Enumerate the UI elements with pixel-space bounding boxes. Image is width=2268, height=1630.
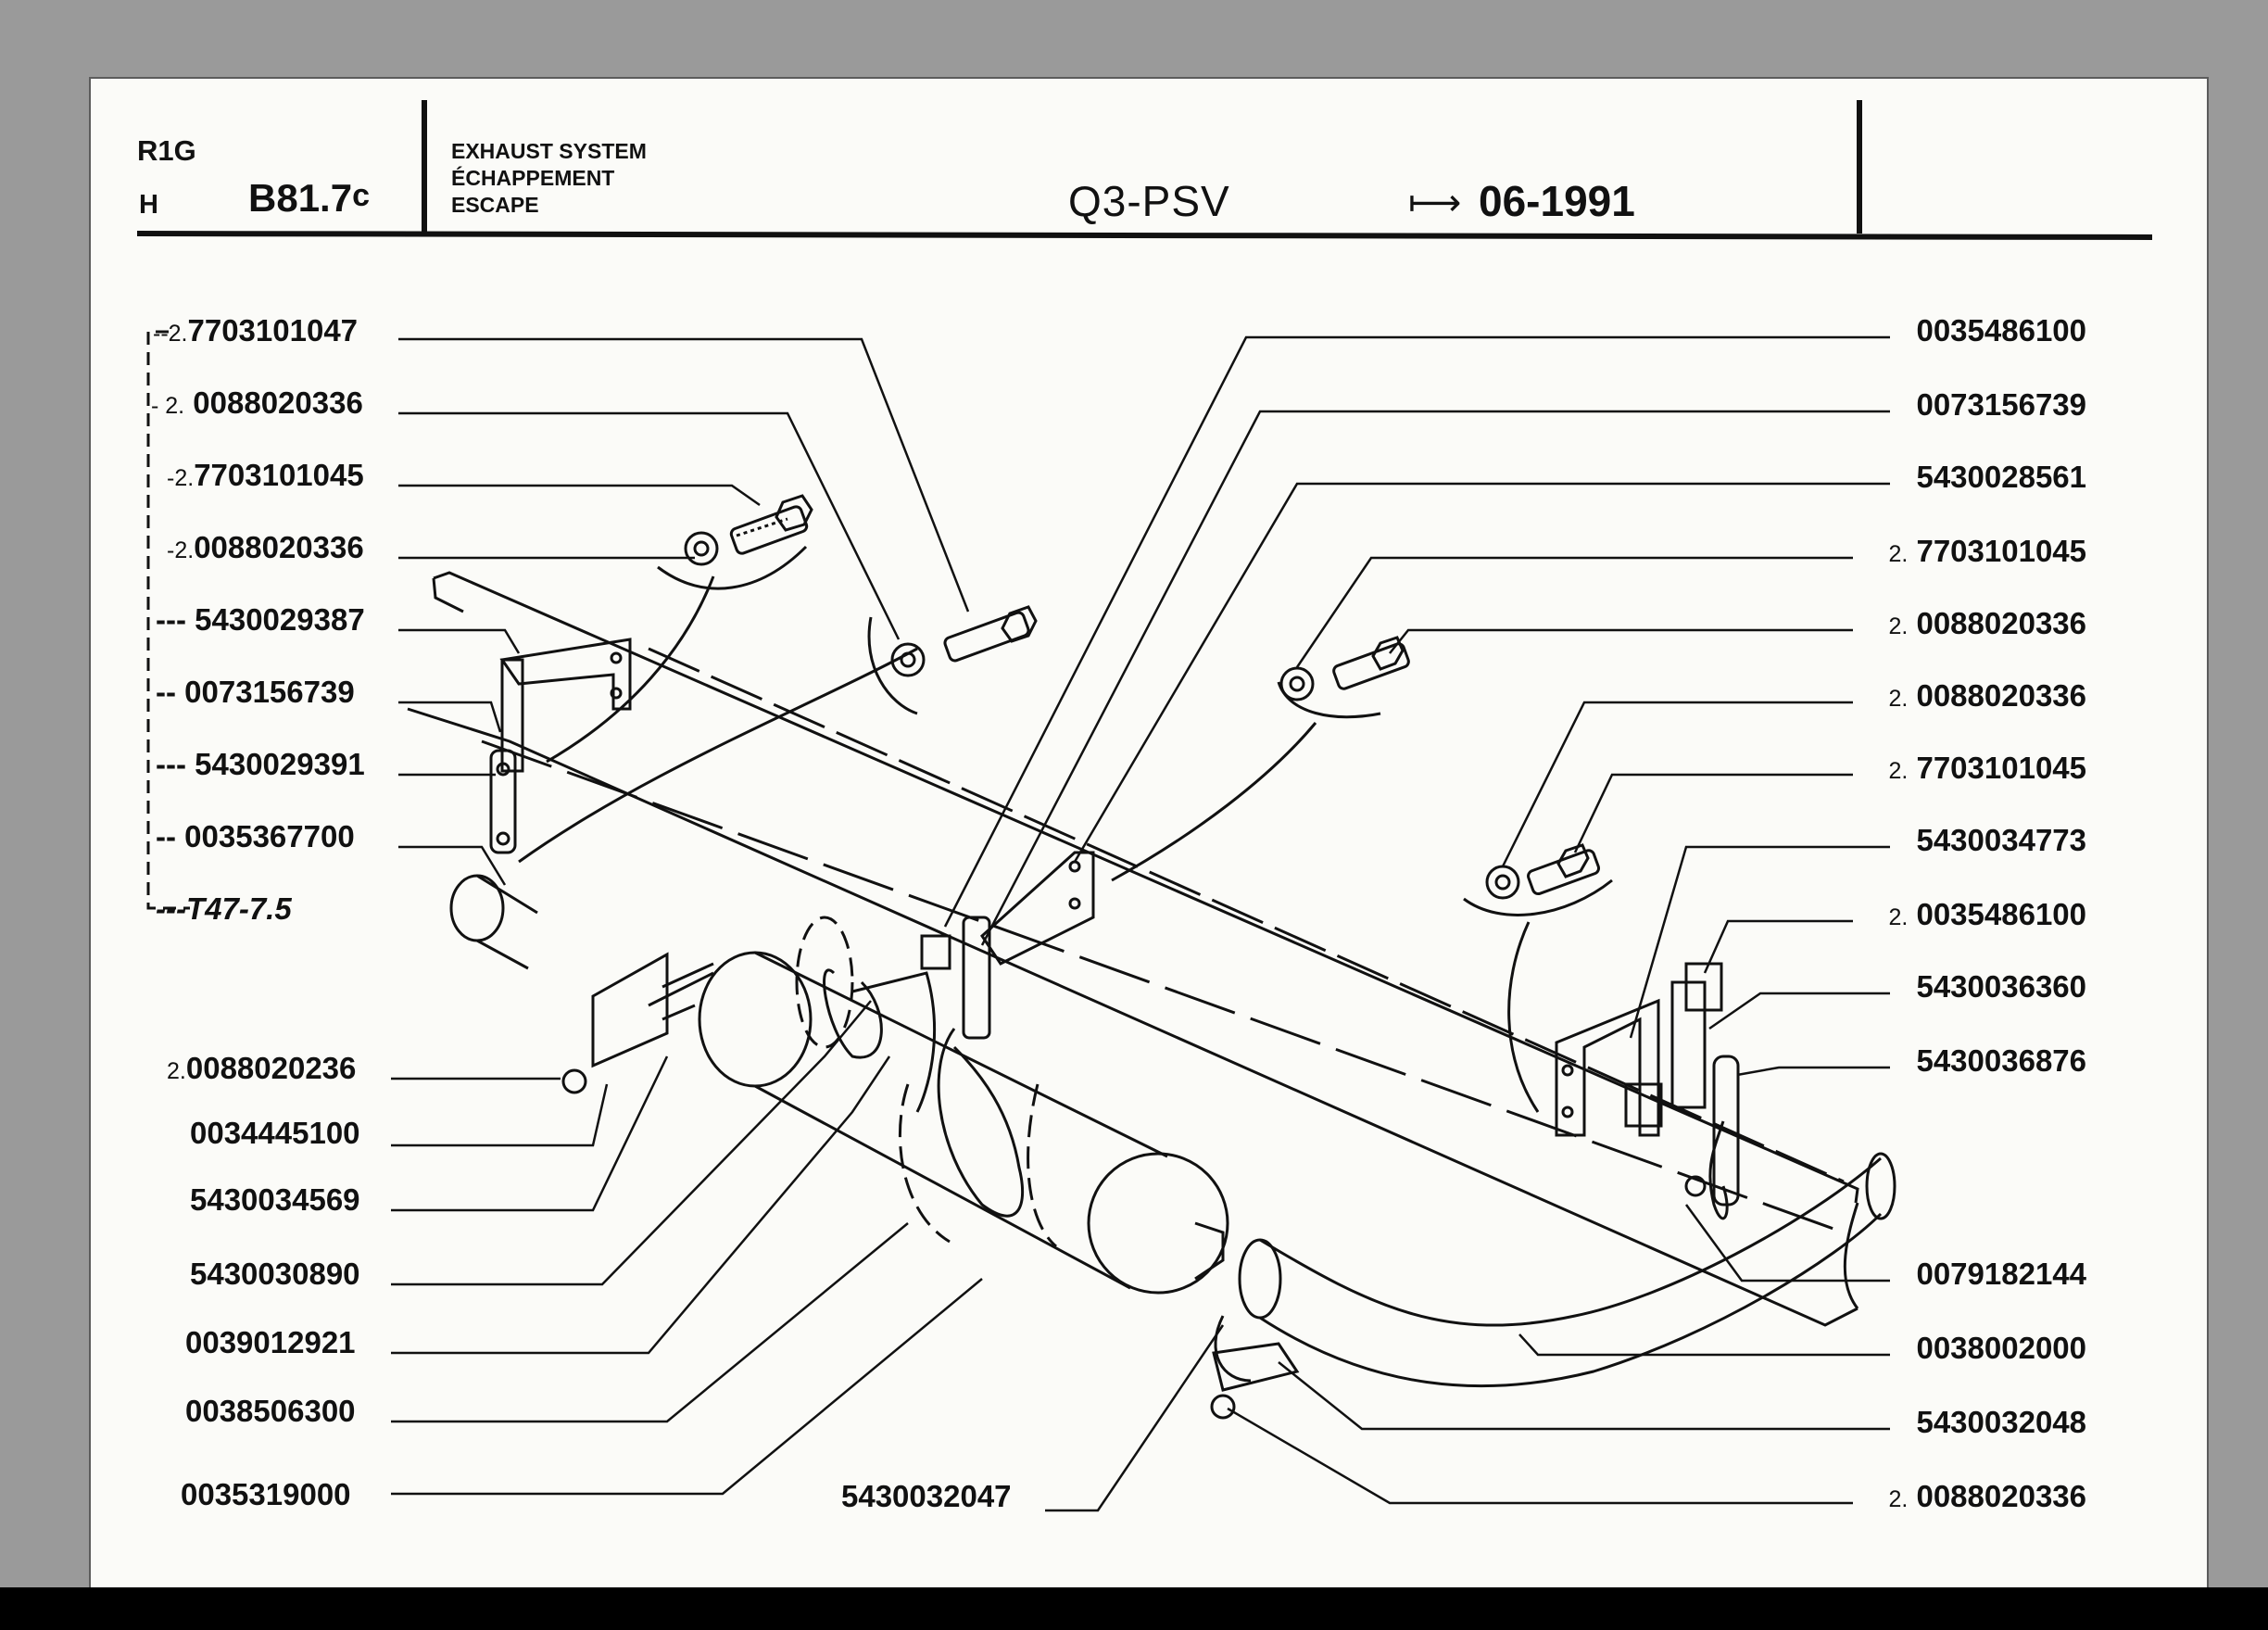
front-clamp bbox=[449, 874, 714, 1094]
part-label-right: 2. 0088020336 bbox=[1888, 678, 2086, 713]
leader-lines bbox=[391, 335, 1890, 1512]
tail-pipe bbox=[1194, 1152, 1896, 1388]
part-label-left: -2.7703101045 bbox=[167, 458, 364, 492]
part-label-right: 2. 7703101045 bbox=[1888, 751, 2086, 785]
part-label-right: 0035486100 bbox=[1916, 313, 2086, 347]
model-code: R1G bbox=[137, 134, 196, 167]
part-label-left: --2.7703101047 bbox=[153, 313, 359, 347]
part-label-right: 2. 0035486100 bbox=[1888, 897, 2086, 931]
header-rule bbox=[136, 231, 2153, 240]
part-label-right: 2. 0088020336 bbox=[1888, 1479, 2086, 1513]
group-bracket bbox=[146, 330, 190, 910]
leader-line bbox=[1111, 722, 1317, 882]
part-label-right: 5430032048 bbox=[1916, 1405, 2086, 1439]
part-label-left: 0038506300 bbox=[185, 1394, 356, 1428]
part-label-right: 5430036360 bbox=[1916, 969, 2086, 1004]
reference-main: B81.7 bbox=[248, 176, 353, 220]
variant-code: H bbox=[139, 190, 158, 220]
part-label-right: 5430036876 bbox=[1916, 1043, 2086, 1078]
title-spanish: ESCAPE bbox=[451, 193, 539, 217]
effective-date: 06-1991 bbox=[1479, 177, 1635, 225]
rubber-hanger bbox=[1684, 1120, 1729, 1220]
part-label-left: 0034445100 bbox=[190, 1116, 360, 1150]
strap-clamp bbox=[823, 968, 883, 1059]
part-label-left: -2.0088020336 bbox=[167, 530, 364, 564]
part-label-left: 0035319000 bbox=[181, 1477, 351, 1511]
bolt-icon bbox=[1527, 843, 1601, 896]
washer-arc bbox=[1277, 681, 1381, 719]
reference-suffix: c bbox=[352, 178, 370, 213]
part-label-left: ---T47-7.5 bbox=[156, 891, 292, 926]
washer-arc bbox=[1463, 878, 1613, 916]
part-label-left: 0039012921 bbox=[185, 1325, 356, 1359]
part-label-right: 5430034773 bbox=[1916, 823, 2086, 857]
part-label-left: 5430030890 bbox=[190, 1257, 360, 1291]
strap-clamp bbox=[937, 1028, 1025, 1218]
scan-border bbox=[0, 1587, 2268, 1630]
part-label-right: 2. 7703101045 bbox=[1888, 534, 2086, 568]
part-label-left: 2.0088020236 bbox=[167, 1051, 357, 1085]
catalog-sheet bbox=[91, 79, 2207, 1589]
part-label-left: -- 0073156739 bbox=[156, 675, 355, 709]
part-label-right: 0079182144 bbox=[1916, 1257, 2086, 1291]
washer-arc bbox=[657, 545, 808, 590]
nut-icon bbox=[1485, 865, 1520, 900]
middle-hanger-bracket bbox=[920, 851, 1095, 1040]
part-label-right: 0038002000 bbox=[1916, 1331, 2086, 1365]
part-label-right: 5430028561 bbox=[1916, 460, 2086, 494]
rear-clamp bbox=[1210, 1315, 1300, 1420]
front-hanger-bracket bbox=[489, 638, 632, 854]
leader-line bbox=[546, 575, 715, 764]
date-arrow: ⟼ bbox=[1408, 183, 1462, 223]
part-label-left: --- 5430029391 bbox=[156, 747, 365, 781]
bolt-icon bbox=[1332, 636, 1410, 690]
part-label-left: -- 0035367700 bbox=[156, 819, 355, 853]
nut-icon bbox=[684, 531, 719, 566]
leader-line bbox=[1507, 921, 1540, 1113]
washer-arc bbox=[867, 616, 918, 715]
chassis-rail bbox=[407, 571, 1859, 1327]
reference-number: B81.7c bbox=[248, 176, 370, 221]
title-french: ÉCHAPPEMENT bbox=[451, 166, 615, 190]
leader-line bbox=[518, 647, 918, 864]
part-label-left: 5430034569 bbox=[190, 1182, 360, 1217]
part-label-right: 2. 0088020336 bbox=[1888, 606, 2086, 640]
part-label-right: 0073156739 bbox=[1916, 387, 2086, 422]
part-label-bottom: 5430032047 bbox=[841, 1479, 1012, 1513]
part-label-left: --- 5430029387 bbox=[156, 602, 365, 637]
part-label-left: - 2. 0088020336 bbox=[151, 385, 363, 420]
vehicle-code: Q3-PSV bbox=[1068, 177, 1230, 225]
bolt-icon bbox=[729, 494, 813, 555]
nut-icon bbox=[1279, 666, 1315, 701]
bolt-icon bbox=[943, 605, 1038, 663]
title-english: EXHAUST SYSTEM bbox=[451, 139, 647, 163]
